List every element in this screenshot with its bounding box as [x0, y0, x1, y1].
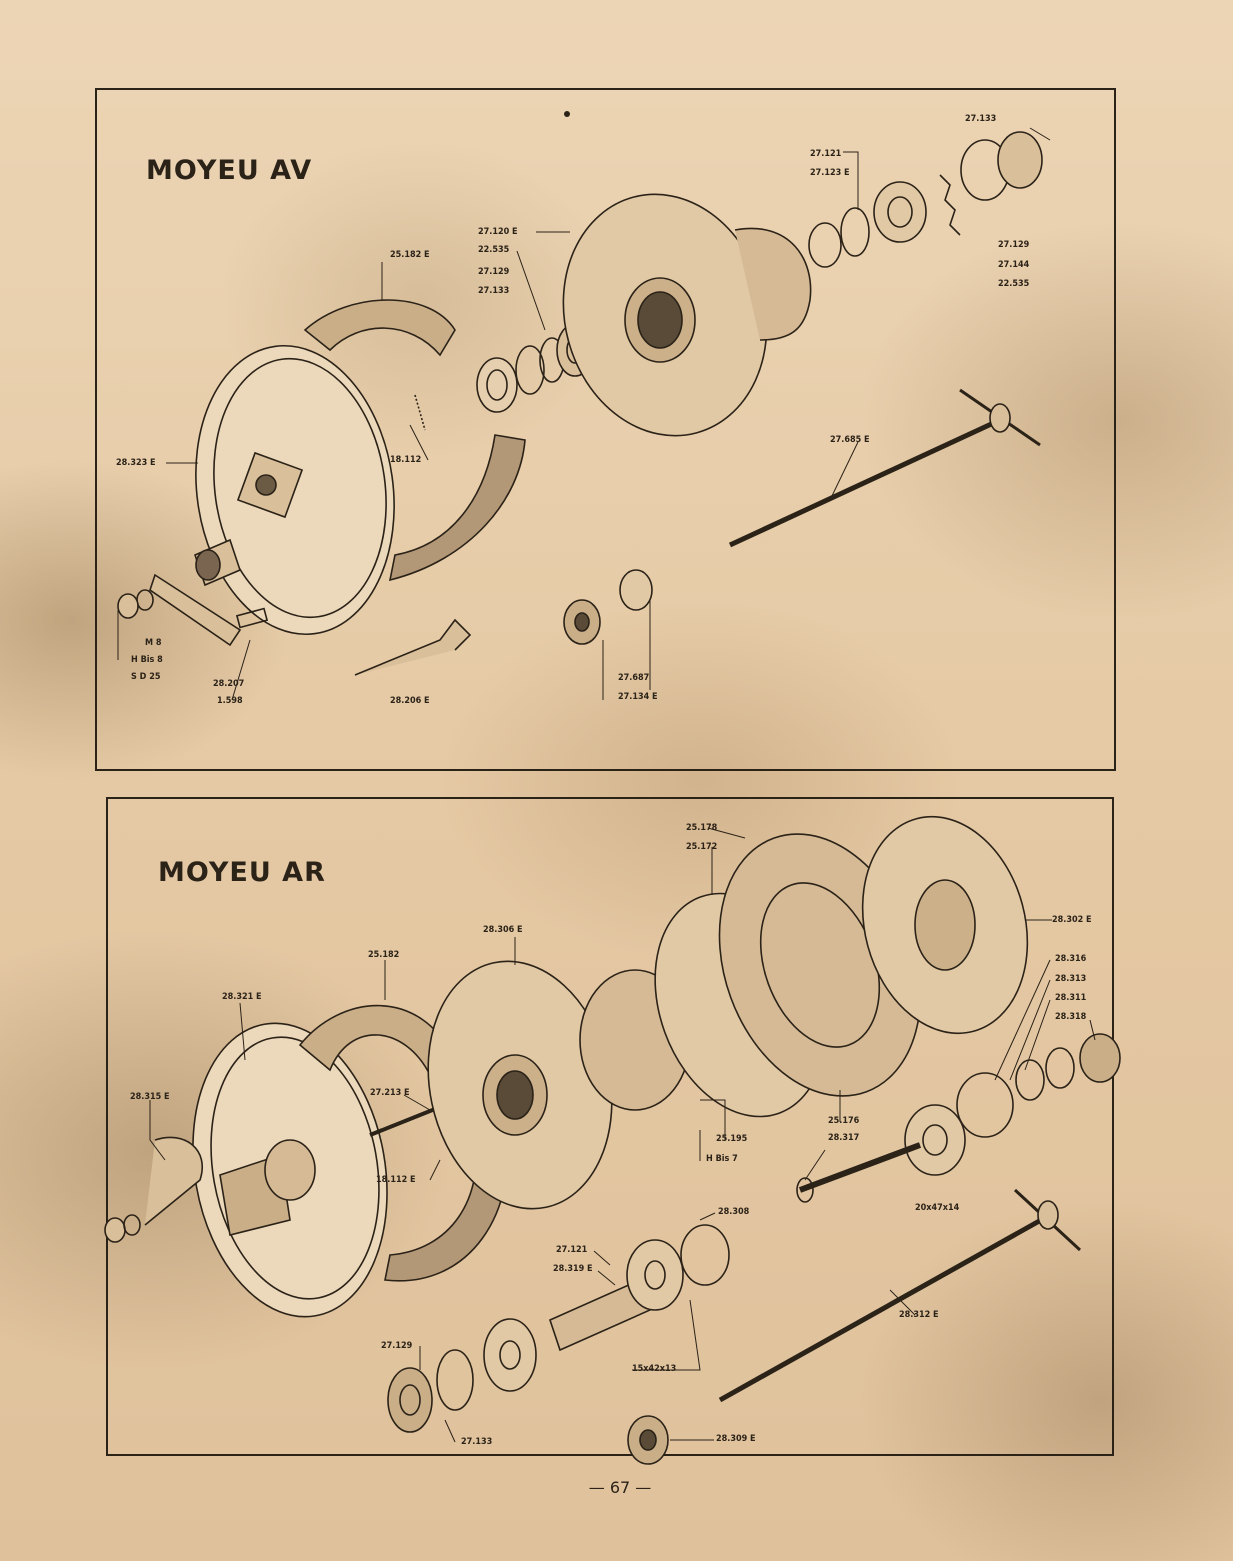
label-28319e: 28.319 E [553, 1264, 593, 1274]
label-27121-rear: 27.121 [556, 1245, 588, 1255]
label-27687: 27.687 [618, 673, 650, 683]
hub-body-rear [427, 960, 691, 1210]
label-22535-left: 22.535 [478, 245, 510, 255]
label-27133-left: 27.133 [478, 286, 510, 296]
label-15x42x13: 15x42x13 [632, 1364, 677, 1374]
label-28316: 28.316 [1055, 954, 1087, 964]
label-27121: 27.121 [810, 149, 842, 159]
bearings-right-rear [796, 1033, 1121, 1203]
label-25182: 25.182 [368, 950, 400, 960]
label-18112: 18.112 [390, 455, 422, 465]
label-28315e: 28.315 E [130, 1092, 170, 1102]
label-27213e: 27.213 E [370, 1088, 410, 1098]
label-28309e: 28.309 E [716, 1434, 756, 1444]
label-28206e: 28.206 E [390, 696, 430, 706]
page-number: — 67 — [588, 1478, 652, 1497]
hub-body-front [562, 193, 812, 437]
label-25172: 25.172 [686, 842, 718, 852]
label-28317: 28.317 [828, 1133, 860, 1143]
brake-plate-rear [104, 1022, 388, 1318]
label-28321e: 28.321 E [222, 992, 262, 1002]
label-28207: 28.207 [213, 679, 245, 689]
spindle-bearings-rear [387, 1224, 730, 1465]
label-28306e: 28.306 E [483, 925, 523, 935]
front-hub-panel [95, 88, 1116, 771]
axle-front [728, 388, 1041, 548]
label-28318: 28.318 [1055, 1012, 1087, 1022]
label-28302e: 28.302 E [1052, 915, 1092, 925]
label-18112e: 18.112 E [376, 1175, 416, 1185]
label-28323e: 28.323 E [116, 458, 156, 468]
label-h-bis-7: H Bis 7 [706, 1154, 738, 1164]
label-28311: 28.311 [1055, 993, 1087, 1003]
rear-hub-panel [106, 797, 1114, 1456]
label-27685e: 27.685 E [830, 435, 870, 445]
label-sd25: S D 25 [131, 672, 161, 682]
label-27129-right: 27.129 [998, 240, 1030, 250]
label-27129-rear: 27.129 [381, 1341, 413, 1351]
label-25195: 25.195 [716, 1134, 748, 1144]
label-m8: M 8 [145, 638, 162, 648]
cam-lever-front [117, 569, 653, 676]
label-27133-top: 27.133 [965, 114, 997, 124]
brake-shoes-front [303, 299, 526, 582]
rear-hub-title: MOYEU AR [158, 857, 326, 888]
label-28312e: 28.312 E [899, 1310, 939, 1320]
label-28313: 28.313 [1055, 974, 1087, 984]
front-hub-title: MOYEU AV [146, 155, 313, 186]
label-27129-left: 27.129 [478, 267, 510, 277]
label-20x47x14: 20x47x14 [915, 1203, 960, 1213]
label-25176: 25.176 [828, 1116, 860, 1126]
label-27120e: 27.120 E [478, 227, 518, 237]
label-25178: 25.178 [686, 823, 718, 833]
label-22535-right: 22.535 [998, 279, 1030, 289]
sprocket-rear [654, 815, 1029, 1118]
label-25182e: 25.182 E [390, 250, 430, 260]
bearings-right-front [808, 131, 1043, 268]
label-1598: 1.598 [217, 696, 243, 706]
label-28308: 28.308 [718, 1207, 750, 1217]
brake-plate-front [194, 344, 395, 636]
label-h-bis-8: H Bis 8 [131, 655, 163, 665]
label-27133-rear: 27.133 [461, 1437, 493, 1447]
label-27123e: 27.123 E [810, 168, 850, 178]
label-27134e: 27.134 E [618, 692, 658, 702]
axle-rear [718, 1188, 1082, 1403]
label-27144: 27.144 [998, 260, 1030, 270]
